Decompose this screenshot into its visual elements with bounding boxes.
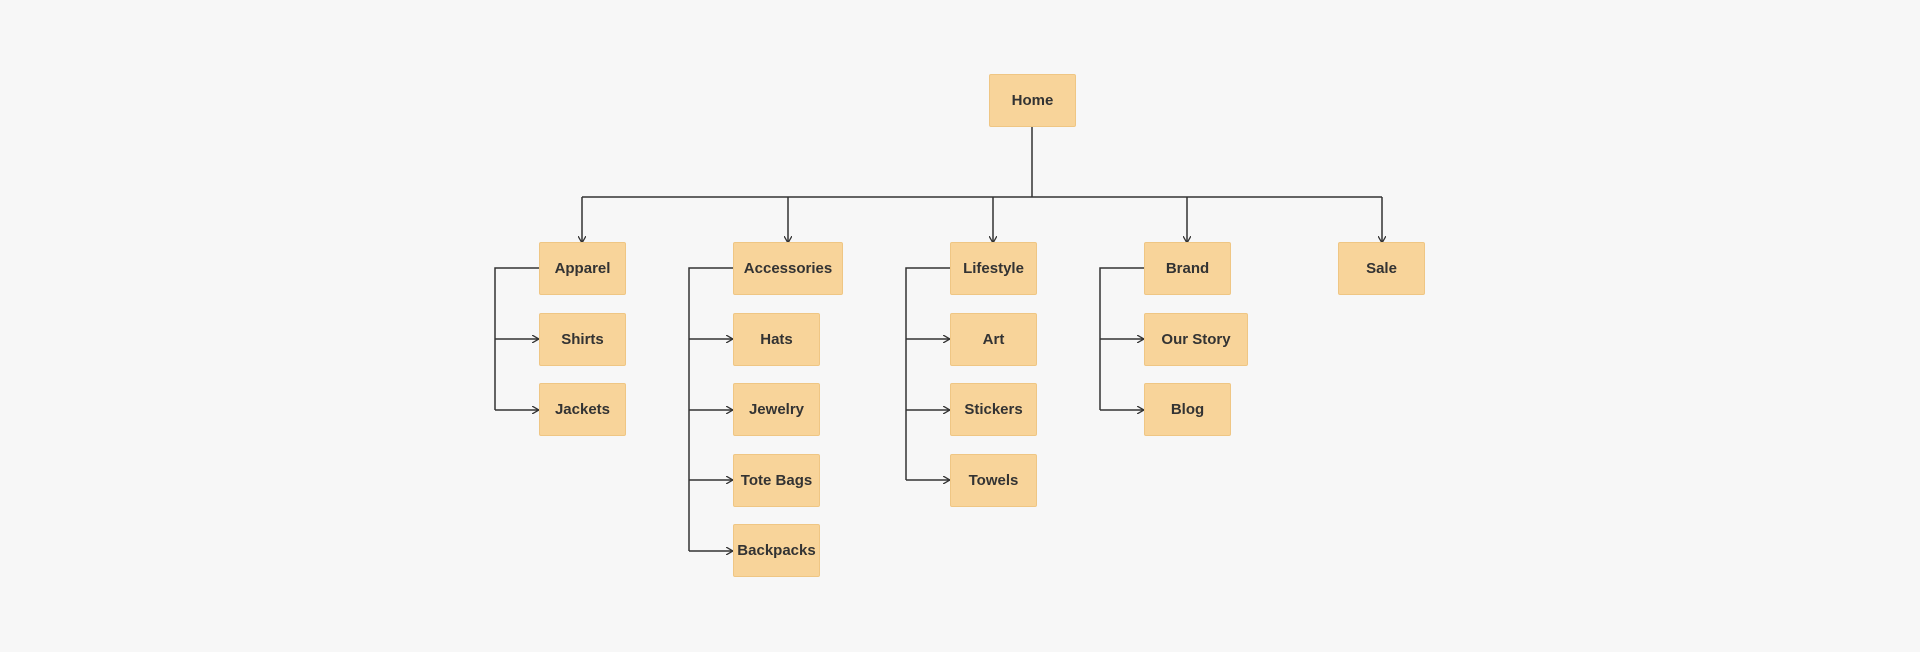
node-stickers-label: Stickers xyxy=(964,401,1023,418)
node-blog[interactable]: Blog xyxy=(1144,383,1231,436)
node-jewelry-label: Jewelry xyxy=(748,401,805,418)
node-jackets[interactable]: Jackets xyxy=(539,383,626,436)
node-jackets-label: Jackets xyxy=(554,401,611,418)
node-jewelry[interactable]: Jewelry xyxy=(733,383,820,436)
brand-branch-line xyxy=(1099,267,1144,410)
node-accessories-label: Accessories xyxy=(743,260,833,277)
node-backpacks-label: Backpacks xyxy=(737,542,816,559)
node-hats-label: Hats xyxy=(760,331,793,348)
node-shirts[interactable]: Shirts xyxy=(539,313,626,366)
node-hats[interactable]: Hats xyxy=(733,313,820,366)
node-art-label: Art xyxy=(982,331,1005,348)
node-sale[interactable]: Sale xyxy=(1338,242,1425,295)
apparel-branch-line xyxy=(494,267,539,410)
node-lifestyle-label: Lifestyle xyxy=(963,260,1024,277)
node-home[interactable]: Home xyxy=(989,74,1076,127)
node-art[interactable]: Art xyxy=(950,313,1037,366)
node-lifestyle[interactable]: Lifestyle xyxy=(950,242,1037,295)
node-tote-bags[interactable]: Tote Bags xyxy=(733,454,820,507)
node-brand-label: Brand xyxy=(1165,260,1210,277)
node-our-story[interactable]: Our Story xyxy=(1144,313,1248,366)
node-towels-label: Towels xyxy=(968,472,1019,489)
accessories-branch-line xyxy=(688,267,733,551)
node-blog-label: Blog xyxy=(1170,401,1205,418)
node-shirts-label: Shirts xyxy=(561,331,604,348)
node-our-story-label: Our Story xyxy=(1161,331,1231,348)
lifestyle-branch-line xyxy=(905,267,950,480)
node-brand[interactable]: Brand xyxy=(1144,242,1231,295)
node-towels[interactable]: Towels xyxy=(950,454,1037,507)
node-sale-label: Sale xyxy=(1366,260,1397,277)
node-tote-bags-label: Tote Bags xyxy=(740,472,813,489)
node-backpacks[interactable]: Backpacks xyxy=(733,524,820,577)
node-apparel[interactable]: Apparel xyxy=(539,242,626,295)
node-apparel-label: Apparel xyxy=(554,260,611,277)
node-stickers[interactable]: Stickers xyxy=(950,383,1037,436)
node-home-label: Home xyxy=(1011,92,1054,109)
node-accessories[interactable]: Accessories xyxy=(733,242,843,295)
